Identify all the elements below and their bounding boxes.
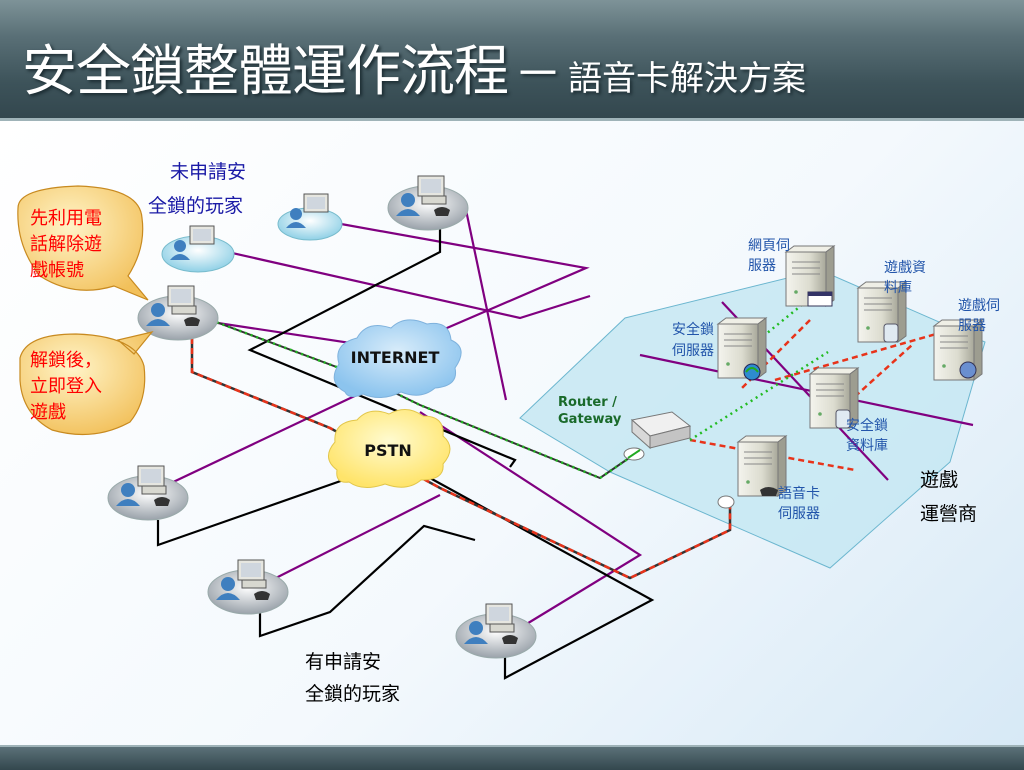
diagram-canvas: INTERNET PSTN [0,121,1024,745]
page-title: 安全鎖整體運作流程－語音卡解決方案 [22,26,806,106]
router-gateway [623,411,692,461]
title-subtitle: 語音卡解決方案 [568,59,807,99]
callout-login-line2: 立即登入 [30,376,102,397]
router-label-line2: Gateway [558,412,622,427]
registered-label-line2: 全鎖的玩家 [305,683,400,705]
lock-db-label-line2: 資料庫 [846,437,888,454]
callout-login-line3: 遊戲 [30,402,66,423]
callout-phone-unlock-line2: 話解除遊 [30,234,102,255]
link-phone-2 [258,524,476,638]
callout-phone-unlock: 先利用電 話解除遊 戲帳號 [17,185,149,301]
internet-label: INTERNET [351,348,440,367]
game-database [857,281,907,343]
lock-database [809,367,859,429]
green-dotted-link [199,299,829,480]
lock-db-label-line1: 安全鎖 [846,417,888,434]
link-lan-1 [639,353,974,427]
game-server-label-line1: 遊戲伺 [958,298,1000,314]
network-diagram: INTERNET PSTN [17,161,1000,705]
link-unreg2-internet [329,220,590,336]
player-registered-3 [455,603,537,659]
link-unreg1-internet [209,246,591,320]
player-unregistered-1 [161,225,235,273]
link-player3-internet [419,411,643,629]
game-server [933,319,983,381]
game-db-label-line1: 遊戲資 [884,260,926,276]
web-server-label-line2: 服器 [748,258,776,274]
lock-server-label-line1: 安全鎖 [672,321,714,338]
callout-login-line1: 解鎖後， [30,350,102,371]
voice-phone-jack [717,495,735,509]
player-registered-1 [107,465,189,521]
callout-phone-unlock-line3: 戲帳號 [30,260,84,281]
game-db-label-line2: 料庫 [884,279,912,296]
lock-server-label-line2: 伺服器 [672,343,714,359]
title-main: 安全鎖整體運作流程 [22,39,509,103]
black-links [156,225,655,680]
link-pc-top-internet [464,209,508,401]
operator-zone [519,269,986,569]
voice-server-label-line2: 伺服器 [778,506,820,522]
voice-card-server [737,435,787,497]
registered-label-line1: 有申請安 [305,651,381,673]
callout-phone-unlock-line1: 先利用電 [30,208,102,229]
link-player1-internet [149,383,381,494]
callout-login: 解鎖後， 立即登入 遊戲 [19,331,154,436]
link-phone-top [247,225,517,468]
voice-server-label-line1: 語音卡 [778,485,820,502]
title-dash: － [514,46,563,102]
link-phone-1 [156,468,373,547]
unregistered-label-line2: 全鎖的玩家 [148,195,243,217]
footer-bar [0,745,1024,770]
unregistered-label-line1: 未申請安 [170,161,246,183]
player-unregistered-2 [277,193,343,241]
player-registered-2 [207,559,289,615]
router-label-line1: Router / [558,395,617,410]
web-server [785,245,835,307]
lock-server [717,317,767,381]
web-server-label-line1: 網頁伺 [748,238,790,254]
operator-label-line1: 遊戲 [920,469,958,491]
player-top [387,175,469,231]
internet-cloud: INTERNET [333,319,462,398]
pstn-cloud: PSTN [328,409,451,488]
operator-label-line2: 運營商 [920,503,977,525]
game-server-label-line2: 服器 [958,318,986,334]
link-player2-pstn [261,494,441,586]
title-bar: 安全鎖整體運作流程－語音卡解決方案 [0,0,1024,121]
link-phone-3 [429,477,655,680]
pstn-label: PSTN [364,441,412,460]
